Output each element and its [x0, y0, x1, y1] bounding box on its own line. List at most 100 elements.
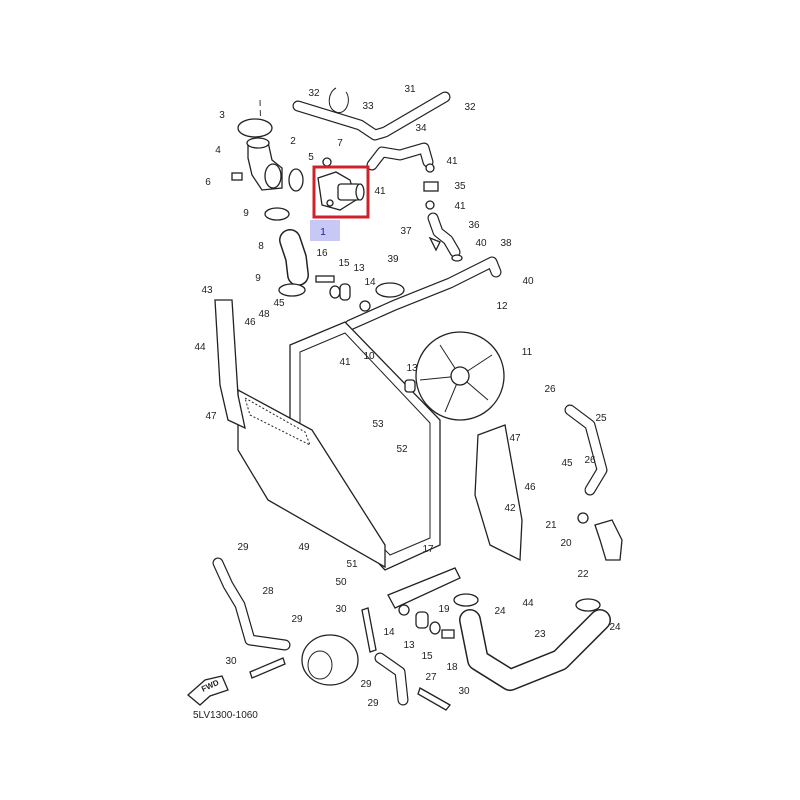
- callout-47[interactable]: 47: [509, 433, 521, 444]
- callout-32[interactable]: 32: [464, 102, 476, 113]
- callout-40[interactable]: 40: [475, 238, 487, 249]
- callout-1[interactable]: 1: [320, 227, 326, 238]
- collar-14: [359, 300, 371, 312]
- callout-3[interactable]: 3: [219, 110, 225, 121]
- callout-29[interactable]: 29: [360, 679, 372, 690]
- callout-20[interactable]: 20: [560, 538, 572, 549]
- callout-22[interactable]: 22: [577, 569, 589, 580]
- callout-53[interactable]: 53: [372, 419, 384, 430]
- o-ring-21: [577, 512, 589, 524]
- callout-52[interactable]: 52: [396, 444, 408, 455]
- callout-45[interactable]: 45: [273, 298, 285, 309]
- clamp-9: [264, 207, 290, 221]
- callout-25[interactable]: 25: [595, 413, 607, 424]
- bolt-6: [231, 172, 243, 181]
- callout-45[interactable]: 45: [561, 458, 573, 469]
- callout-23[interactable]: 23: [534, 629, 546, 640]
- bracket-30c: [417, 687, 451, 711]
- callout-19[interactable]: 19: [438, 604, 450, 615]
- callout-26[interactable]: 26: [544, 384, 556, 395]
- callout-51[interactable]: 51: [346, 559, 358, 570]
- hose-23: [459, 609, 611, 691]
- callout-7[interactable]: 7: [337, 138, 343, 149]
- washer-15: [329, 285, 341, 299]
- clamp-39: [375, 282, 405, 298]
- callout-15[interactable]: 15: [338, 258, 350, 269]
- callout-40[interactable]: 40: [522, 276, 534, 287]
- callout-30[interactable]: 30: [225, 656, 237, 667]
- callout-9[interactable]: 9: [243, 208, 249, 219]
- callout-35[interactable]: 35: [454, 181, 466, 192]
- thermostat-cover-1: [317, 171, 365, 211]
- callout-24[interactable]: 24: [494, 606, 506, 617]
- callout-44[interactable]: 44: [194, 342, 206, 353]
- callout-10[interactable]: 10: [363, 351, 375, 362]
- callout-49[interactable]: 49: [298, 542, 310, 553]
- callout-47[interactable]: 47: [205, 411, 217, 422]
- collar-14b: [398, 604, 410, 616]
- radiator-cap-3: [237, 118, 273, 138]
- callout-41[interactable]: 41: [454, 201, 466, 212]
- callout-highlight: [310, 220, 340, 241]
- bracket-30: [249, 657, 286, 679]
- callout-8[interactable]: 8: [258, 241, 264, 252]
- callout-4[interactable]: 4: [215, 145, 221, 156]
- callout-28[interactable]: 28: [262, 586, 274, 597]
- callout-6[interactable]: 6: [205, 177, 211, 188]
- bracket-17: [387, 567, 461, 609]
- callout-36[interactable]: 36: [468, 220, 480, 231]
- callout-27[interactable]: 27: [425, 672, 437, 683]
- callout-33[interactable]: 33: [362, 101, 374, 112]
- callout-14[interactable]: 14: [364, 277, 376, 288]
- callout-37[interactable]: 37: [400, 226, 412, 237]
- callout-41[interactable]: 41: [374, 186, 386, 197]
- callout-2[interactable]: 2: [290, 136, 296, 147]
- callout-9[interactable]: 9: [255, 273, 261, 284]
- callout-26[interactable]: 26: [584, 455, 596, 466]
- callout-39[interactable]: 39: [387, 254, 399, 265]
- callout-12[interactable]: 12: [496, 301, 508, 312]
- callout-43[interactable]: 43: [201, 285, 213, 296]
- callout-15[interactable]: 15: [421, 651, 433, 662]
- callout-50[interactable]: 50: [335, 577, 347, 588]
- callout-29[interactable]: 29: [237, 542, 249, 553]
- callout-11[interactable]: 11: [522, 347, 533, 358]
- callout-41[interactable]: 41: [339, 357, 351, 368]
- callout-30[interactable]: 30: [458, 686, 470, 697]
- callout-24[interactable]: 24: [609, 622, 621, 633]
- callout-17[interactable]: 17: [422, 544, 434, 555]
- callout-48[interactable]: 48: [258, 309, 270, 320]
- callout-21[interactable]: 21: [545, 520, 557, 531]
- hose-38: [344, 256, 502, 331]
- callout-41[interactable]: 41: [446, 156, 458, 167]
- callout-46[interactable]: 46: [244, 317, 256, 328]
- callout-42[interactable]: 42: [504, 503, 516, 514]
- callout-34[interactable]: 34: [415, 123, 427, 134]
- side-cover-43: [214, 299, 246, 430]
- valve-35: [423, 181, 439, 192]
- callout-30[interactable]: 30: [335, 604, 347, 615]
- callout-13[interactable]: 13: [406, 363, 418, 374]
- callout-16[interactable]: 16: [316, 248, 328, 259]
- callout-38[interactable]: 38: [500, 238, 512, 249]
- callout-32[interactable]: 32: [308, 88, 320, 99]
- callout-18[interactable]: 18: [446, 662, 458, 673]
- callout-14[interactable]: 14: [383, 627, 395, 638]
- housing-flange: [264, 163, 282, 189]
- callout-31[interactable]: 31: [404, 84, 416, 95]
- radiator-guard-49: [237, 388, 386, 569]
- diagram-code: 5LV1300-1060: [193, 710, 258, 721]
- callout-29[interactable]: 29: [367, 698, 379, 709]
- clamp-9b: [278, 283, 306, 297]
- callout-46[interactable]: 46: [524, 482, 536, 493]
- bolt-16: [315, 275, 335, 283]
- callout-29[interactable]: 29: [291, 614, 303, 625]
- callout-44[interactable]: 44: [522, 598, 534, 609]
- callout-13[interactable]: 13: [403, 640, 415, 651]
- fitting-20: [594, 519, 623, 561]
- callout-5[interactable]: 5: [308, 152, 314, 163]
- callout-13[interactable]: 13: [353, 263, 365, 274]
